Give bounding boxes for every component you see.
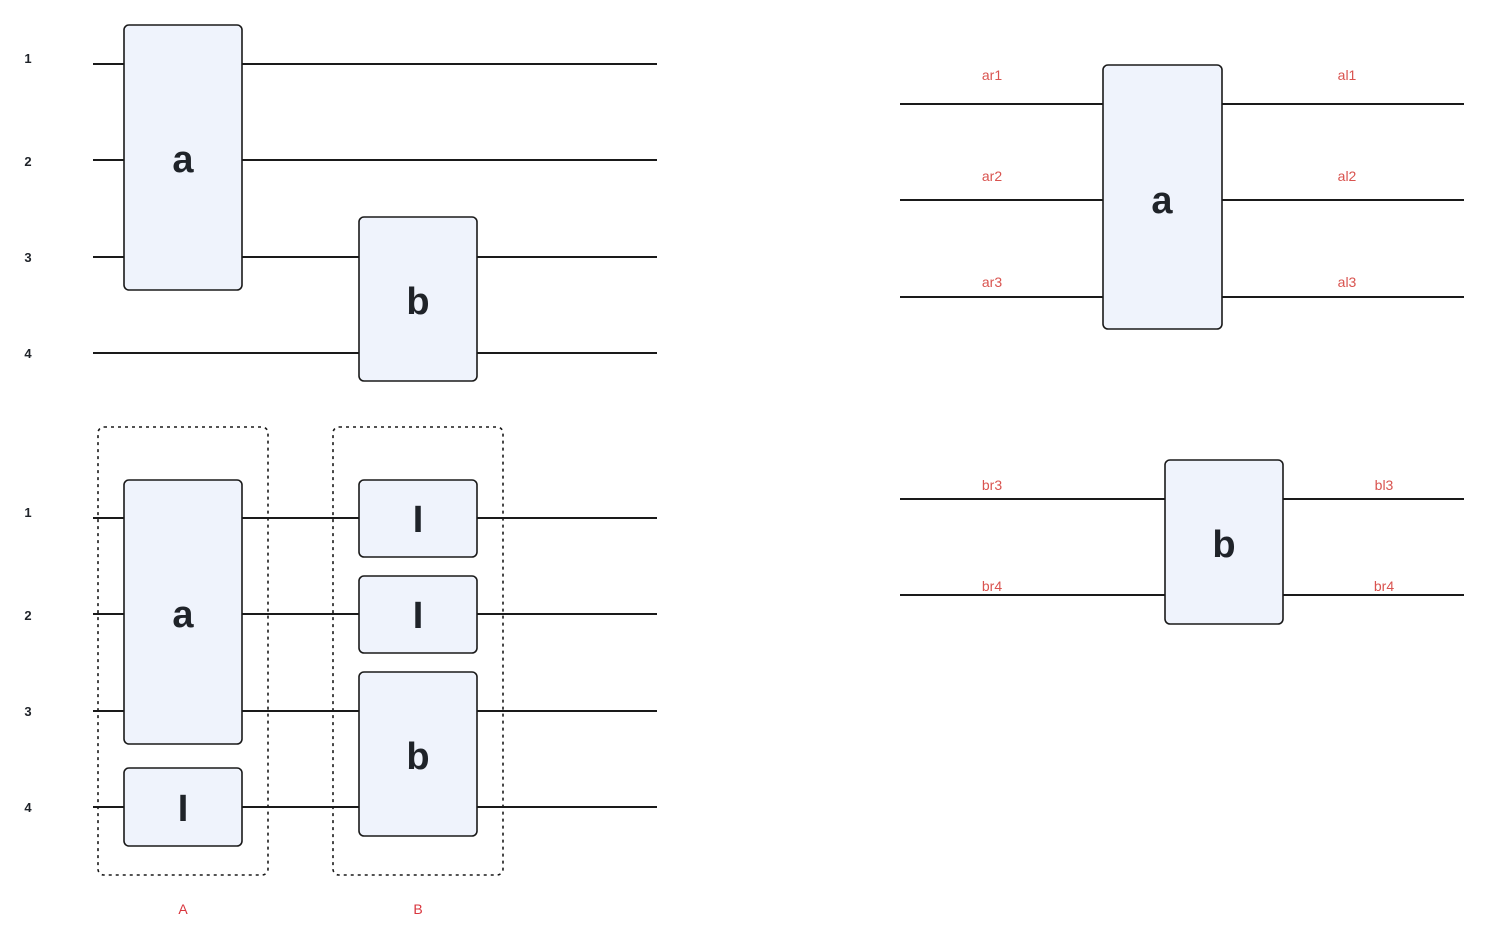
- port-label-ar1: ar1: [982, 67, 1002, 83]
- group-b-box[interactable]: [332, 426, 504, 876]
- port-label-bl3: bl3: [1375, 477, 1394, 493]
- qubit-label-4: 4: [24, 346, 32, 361]
- gate-identity[interactable]: I: [358, 479, 478, 558]
- gate-a[interactable]: a: [123, 479, 243, 745]
- qubit-label-3: 3: [24, 250, 31, 265]
- gate-a-label: a: [1151, 180, 1173, 222]
- gate-identity-box[interactable]: [358, 575, 478, 654]
- gate-a-box[interactable]: [1102, 64, 1223, 330]
- gate-b-label: b: [406, 736, 429, 778]
- gate-a-label: a: [172, 594, 194, 636]
- gate-b[interactable]: b: [1164, 459, 1284, 625]
- gate-b-box[interactable]: [358, 216, 478, 382]
- group-a-box[interactable]: [97, 426, 269, 876]
- port-label-ar2: ar2: [982, 168, 1002, 184]
- qubit-label-2: 2: [24, 608, 31, 623]
- gate-identity-box[interactable]: [123, 767, 243, 847]
- gate-a[interactable]: a: [123, 24, 243, 291]
- gate-b-box[interactable]: [358, 671, 478, 837]
- port-label-br3: br3: [982, 477, 1002, 493]
- qubit-label-2: 2: [24, 154, 31, 169]
- gate-identity-box[interactable]: [358, 479, 478, 558]
- gate-b-label: b: [406, 281, 429, 323]
- group-a-label: A: [178, 901, 188, 917]
- gate-b[interactable]: b: [358, 216, 478, 382]
- group-b-label: B: [413, 901, 422, 917]
- gate-a[interactable]: a: [1102, 64, 1223, 330]
- gate-b-box[interactable]: [1164, 459, 1284, 625]
- gate-a-box[interactable]: [123, 479, 243, 745]
- qubit-label-4: 4: [24, 800, 32, 815]
- gate-b-detail: br3 br4 bl3 br4 b: [900, 459, 1464, 625]
- port-label-al1: al1: [1338, 67, 1357, 83]
- gate-identity[interactable]: I: [358, 575, 478, 654]
- gate-a-label: a: [172, 139, 194, 181]
- circuit-1: 1 2 3 4 a b: [24, 24, 657, 382]
- gate-identity-label: I: [178, 788, 189, 830]
- port-label-al3: al3: [1338, 274, 1357, 290]
- port-label-br4: br4: [982, 578, 1002, 594]
- gate-a-box[interactable]: [123, 24, 243, 291]
- port-label-al2: al2: [1338, 168, 1357, 184]
- port-label-ar3: ar3: [982, 274, 1002, 290]
- gate-b[interactable]: b: [358, 671, 478, 837]
- circuit-2: 1 2 3 4 a I A I I b B: [24, 426, 657, 917]
- gate-identity-label: I: [413, 499, 424, 541]
- gate-identity-label: I: [413, 595, 424, 637]
- gate-identity[interactable]: I: [123, 767, 243, 847]
- gate-b-label: b: [1212, 524, 1235, 566]
- qubit-label-1: 1: [24, 505, 31, 520]
- qubit-label-1: 1: [24, 51, 31, 66]
- qubit-label-3: 3: [24, 704, 31, 719]
- port-label-br4-right: br4: [1374, 578, 1394, 594]
- gate-a-detail: ar1 ar2 ar3 al1 al2 al3 a: [900, 64, 1464, 330]
